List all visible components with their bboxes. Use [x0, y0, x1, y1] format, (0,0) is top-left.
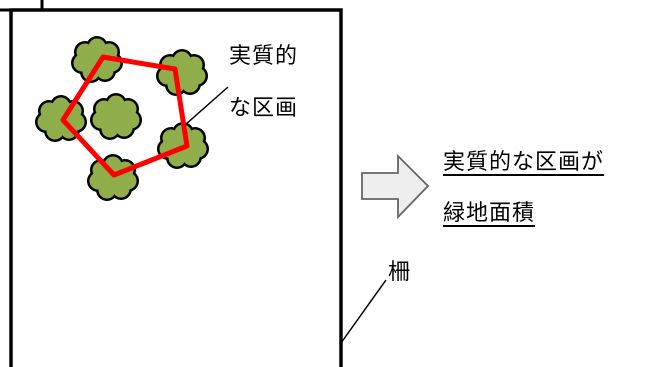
- tree-icon: [156, 49, 208, 96]
- tree-icon: [87, 154, 139, 201]
- real-area-polygon: [60, 54, 190, 178]
- fence-label: 柵: [388, 260, 412, 285]
- right-arrow-icon: [361, 153, 430, 220]
- real-area-label-line1: 実質的: [229, 44, 299, 69]
- real-area-leader-line: [184, 86, 229, 126]
- tree-icon: [90, 93, 142, 140]
- real-area-label-line2: な区画: [229, 96, 299, 121]
- fence-leader-line: [340, 279, 387, 344]
- fence-boundary: [9, 8, 343, 367]
- result-label-line2: 緑地面積: [443, 201, 536, 226]
- result-label-line1: 実質的な区画が: [443, 150, 605, 175]
